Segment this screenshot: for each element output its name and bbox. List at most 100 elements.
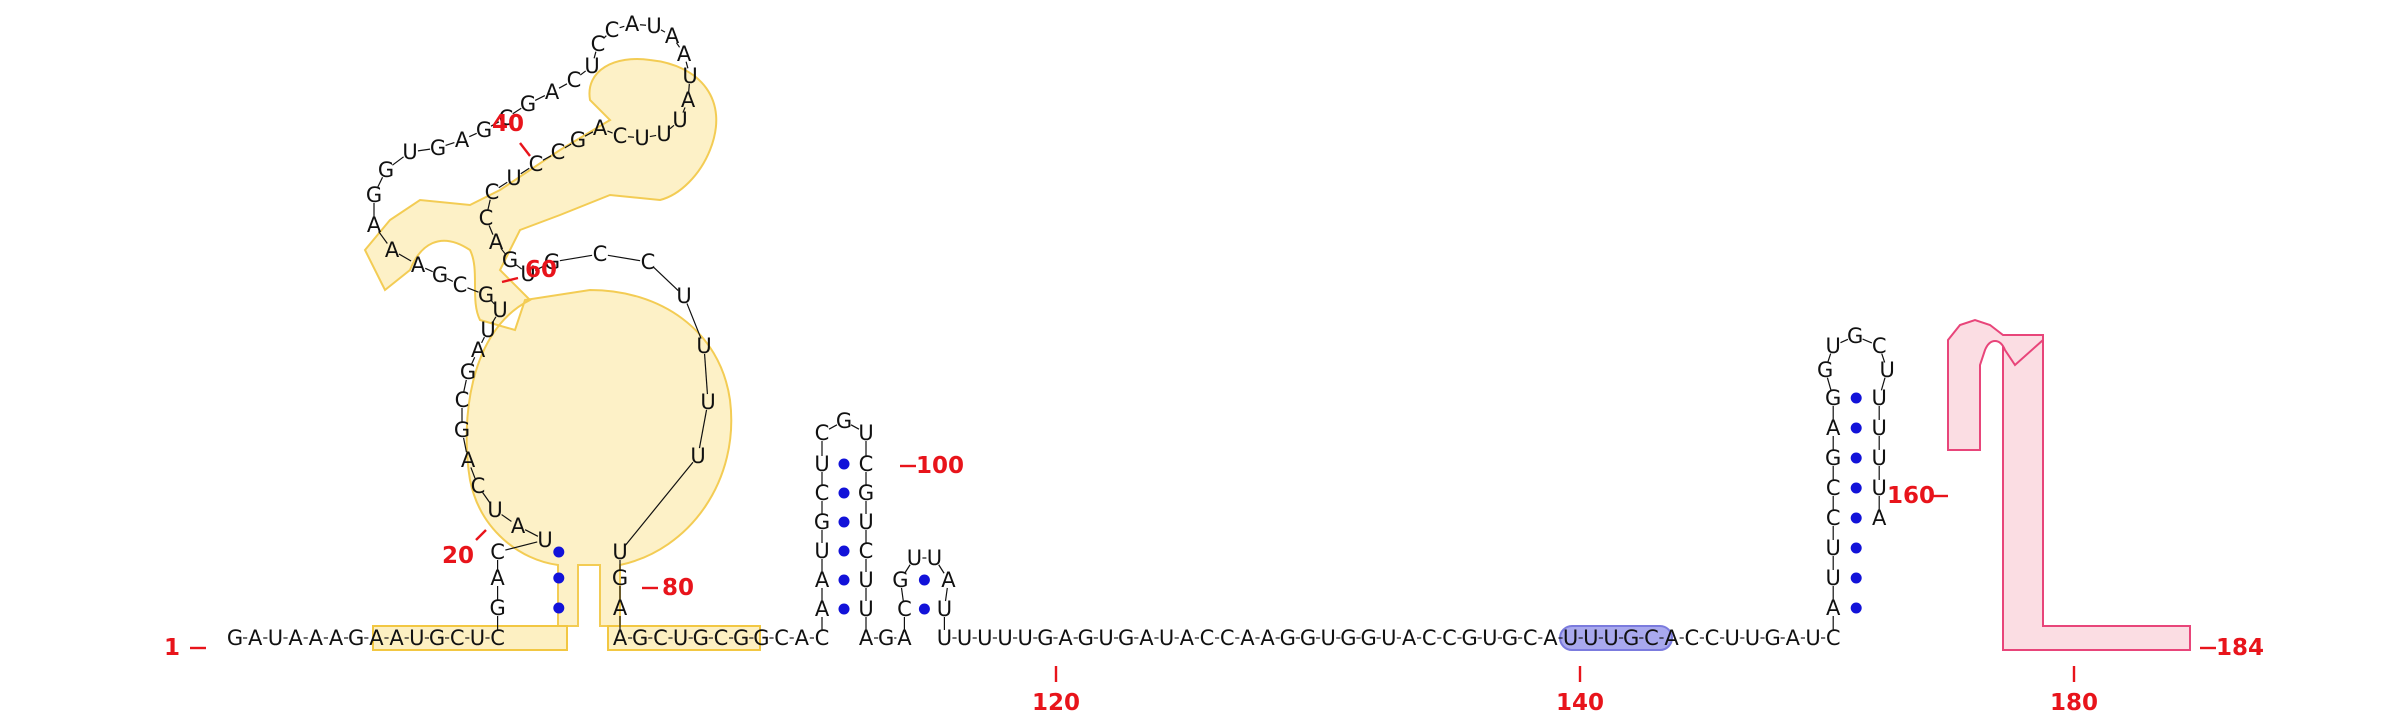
base-pair-dot bbox=[838, 516, 850, 528]
backbone-bond bbox=[498, 181, 508, 189]
position-label: 100 bbox=[916, 453, 964, 479]
base-pair-dot bbox=[918, 603, 930, 615]
backbone-bond bbox=[524, 529, 539, 537]
backbone-bond bbox=[417, 148, 431, 152]
position-label: 160 bbox=[1887, 483, 1935, 509]
nucleotide: U bbox=[1805, 626, 1820, 650]
nucleotide: U bbox=[977, 626, 992, 650]
nucleotide: A bbox=[1786, 626, 1801, 650]
nucleotide: A bbox=[455, 128, 470, 152]
backbone-bond bbox=[520, 167, 530, 175]
backbone-bond bbox=[467, 287, 479, 293]
base-pair-dot bbox=[553, 572, 565, 584]
position-label: 1 bbox=[164, 635, 180, 661]
backbone-bond bbox=[534, 95, 546, 101]
backbone-bond bbox=[487, 199, 491, 211]
nucleotide: G bbox=[1764, 626, 1780, 650]
nucleotide: G bbox=[1360, 626, 1376, 650]
nucleotide: C bbox=[1220, 626, 1235, 650]
position-label: 20 bbox=[442, 543, 474, 569]
nucleotide: G bbox=[429, 626, 445, 650]
backbone-bond bbox=[698, 409, 708, 449]
nucleotide: C bbox=[605, 18, 620, 42]
position-tick bbox=[501, 276, 519, 284]
nucleotide: C bbox=[1200, 626, 1215, 650]
base-pair-dot bbox=[1850, 422, 1862, 434]
nucleotide: U bbox=[1872, 416, 1887, 440]
nucleotide: G bbox=[753, 626, 769, 650]
base-pair-dot bbox=[1850, 452, 1862, 464]
nucleotide: U bbox=[584, 54, 599, 78]
nucleotide: C bbox=[490, 626, 505, 650]
nucleotide: U bbox=[1826, 566, 1841, 590]
nucleotide: G bbox=[612, 566, 628, 590]
nucleotide: U bbox=[672, 108, 687, 132]
pink-region-tail bbox=[2002, 334, 2191, 651]
backbone-bond bbox=[470, 467, 476, 479]
position-label: 184 bbox=[2216, 635, 2264, 661]
backbone-bond bbox=[607, 254, 641, 262]
base-pair-dot bbox=[1850, 542, 1862, 554]
backbone-bond bbox=[682, 107, 686, 113]
base-pair-dot bbox=[553, 602, 565, 614]
nucleotide: G bbox=[502, 248, 518, 272]
backbone-bond bbox=[675, 42, 681, 48]
nucleotide: G bbox=[1280, 626, 1296, 650]
nucleotide: U bbox=[402, 140, 417, 164]
backbone-bond bbox=[392, 156, 404, 166]
nucleotide: G bbox=[476, 118, 492, 142]
backbone-bond bbox=[1840, 338, 1849, 344]
backbone-bond bbox=[1881, 353, 1886, 363]
nucleotide: G bbox=[348, 626, 364, 650]
nucleotide: G bbox=[632, 626, 648, 650]
backbone-bond bbox=[481, 336, 485, 344]
pink-region-loop bbox=[1947, 318, 2044, 451]
nucleotide: A bbox=[677, 42, 692, 66]
backbone-bond bbox=[488, 225, 494, 235]
nucleotide: U bbox=[1872, 446, 1887, 470]
nucleotide: G bbox=[1118, 626, 1134, 650]
backbone-bond bbox=[501, 514, 512, 522]
nucleotide: U bbox=[1872, 476, 1887, 500]
nucleotide: A bbox=[461, 448, 476, 472]
nucleotide: A bbox=[1260, 626, 1275, 650]
backbone-bond bbox=[627, 136, 635, 138]
backbone-bond bbox=[593, 51, 597, 59]
nucleotide: A bbox=[545, 80, 560, 104]
backbone-bond bbox=[469, 132, 477, 138]
base-pair-dot bbox=[918, 574, 930, 586]
backbone-bond bbox=[900, 587, 904, 602]
backbone-bond bbox=[376, 176, 384, 189]
nucleotide: A bbox=[593, 116, 608, 140]
nucleotide: U bbox=[1603, 626, 1618, 650]
nucleotide: U bbox=[537, 528, 552, 552]
nucleotide: U bbox=[656, 122, 671, 146]
nucleotide: G bbox=[366, 183, 382, 207]
backbone-bond bbox=[904, 564, 911, 574]
nucleotide: A bbox=[941, 568, 956, 592]
nucleotide: A bbox=[625, 12, 640, 36]
nucleotide: A bbox=[1139, 626, 1154, 650]
nucleotide: G bbox=[693, 626, 709, 650]
backbone-bond bbox=[660, 29, 666, 33]
nucleotide: A bbox=[248, 626, 263, 650]
backbone-bond bbox=[491, 300, 495, 305]
nucleotide: C bbox=[859, 539, 874, 563]
nucleotide: U bbox=[634, 126, 649, 150]
nucleotide: U bbox=[506, 166, 521, 190]
nucleotide: C bbox=[450, 626, 465, 650]
backbone-bond bbox=[446, 278, 454, 282]
position-label: 60 bbox=[525, 257, 557, 283]
nucleotide: U bbox=[487, 498, 502, 522]
base-pair-dot bbox=[838, 574, 850, 586]
nucleotide: G bbox=[478, 283, 494, 307]
nucleotide: A bbox=[1826, 416, 1841, 440]
nucleotide: G bbox=[570, 128, 586, 152]
backbone-bond bbox=[603, 35, 607, 39]
nucleotide: G bbox=[878, 626, 894, 650]
nucleotide: U bbox=[409, 626, 424, 650]
nucleotide: A bbox=[389, 626, 404, 650]
nucleotide: C bbox=[471, 474, 486, 498]
